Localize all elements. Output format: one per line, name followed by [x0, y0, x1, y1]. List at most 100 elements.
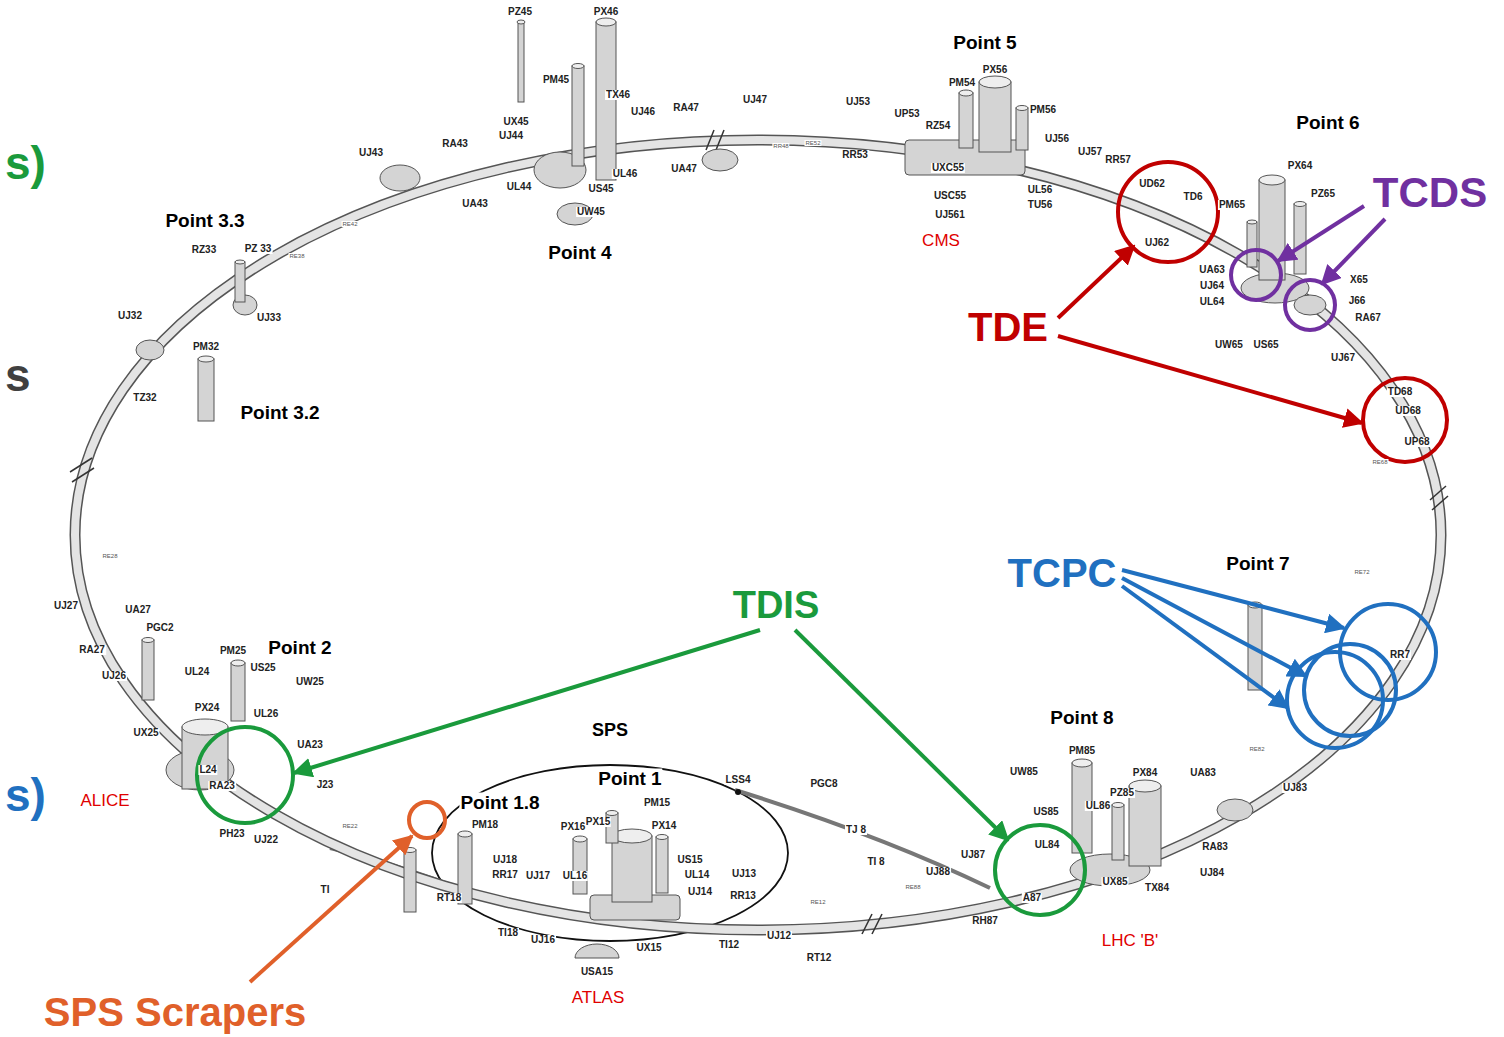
- callout-label: TCDS: [1372, 172, 1488, 214]
- location-label: TD68: [1387, 387, 1413, 397]
- shaft-top: [1072, 759, 1092, 767]
- highlight-circle: [197, 727, 293, 823]
- location-label: PX14: [651, 821, 677, 831]
- tiny-label: RE28: [101, 553, 118, 559]
- cavern: [1217, 799, 1253, 821]
- location-label: TD6: [1183, 192, 1204, 202]
- break-mark: [1430, 486, 1446, 500]
- location-label: J23: [316, 780, 335, 790]
- shaft-top: [573, 836, 587, 842]
- break-mark: [1432, 496, 1448, 510]
- cropped-label: s): [4, 140, 47, 186]
- point-label: Point 7: [1225, 554, 1290, 573]
- break-mark: [70, 458, 92, 472]
- location-label: PX84: [1132, 768, 1158, 778]
- location-label: RR17: [491, 870, 519, 880]
- location-label: RH87: [971, 916, 999, 926]
- location-label: UL46: [612, 169, 638, 179]
- location-label: TI18: [497, 928, 519, 938]
- shaft-top: [606, 811, 618, 816]
- callout-arrow: [1122, 570, 1344, 628]
- point-label: Point 6: [1295, 113, 1360, 132]
- break-mark: [872, 914, 882, 934]
- shaft: [231, 663, 245, 721]
- location-label: UJ62: [1144, 238, 1170, 248]
- tiny-label: RE88: [904, 884, 921, 890]
- location-label: UA27: [124, 605, 152, 615]
- location-label: RR57: [1104, 155, 1132, 165]
- point-label: Point 1: [597, 769, 662, 788]
- location-label: RR7: [1389, 650, 1411, 660]
- location-label: UJ17: [525, 871, 551, 881]
- location-label: UL14: [684, 870, 710, 880]
- location-label: RA47: [672, 103, 700, 113]
- location-label: PX46: [593, 7, 619, 17]
- location-label: PZ65: [1310, 189, 1336, 199]
- shaft: [142, 640, 154, 700]
- location-label: RR13: [729, 891, 757, 901]
- location-label: UX45: [502, 117, 529, 127]
- tiny-label: RE22: [341, 823, 358, 829]
- location-label: RT12: [806, 953, 832, 963]
- location-label: PM56: [1029, 105, 1057, 115]
- point-label: Point 1.8: [459, 793, 540, 812]
- location-label: PX15: [585, 817, 611, 827]
- ring-name: SPS: [591, 721, 629, 739]
- location-label: UJ43: [358, 148, 384, 158]
- cavern: [380, 165, 420, 191]
- callout-label: TDE: [967, 307, 1049, 347]
- highlight-circle: [1304, 644, 1396, 736]
- location-label: UJ26: [101, 671, 127, 681]
- location-label: UX15: [635, 943, 662, 953]
- shaft: [596, 22, 616, 180]
- location-label: US15: [676, 855, 703, 865]
- location-label: UJ88: [925, 867, 951, 877]
- location-label: UA63: [1198, 265, 1226, 275]
- location-label: UJ32: [117, 311, 143, 321]
- shaft: [404, 850, 416, 912]
- experiment-label: LHC 'B': [1101, 932, 1160, 949]
- location-label: LSS4: [724, 775, 751, 785]
- callout-arrow: [250, 836, 412, 982]
- callout-arrow: [1122, 578, 1306, 676]
- location-label: UJ67: [1330, 353, 1356, 363]
- shaft-top: [656, 835, 668, 840]
- location-label: USA15: [580, 967, 614, 977]
- location-label: UW45: [576, 207, 606, 217]
- callout-arrow: [1322, 219, 1385, 284]
- shaft: [1259, 180, 1285, 280]
- location-label: PM18: [471, 820, 499, 830]
- location-label: UJ16: [530, 935, 556, 945]
- shaft-top: [1016, 106, 1028, 111]
- location-label: USC55: [933, 191, 967, 201]
- shaft: [1112, 805, 1124, 860]
- shaft: [198, 359, 214, 421]
- location-label: TJ 8: [845, 825, 867, 835]
- experiment-label: ATLAS: [571, 989, 626, 1006]
- shaft: [573, 839, 587, 894]
- location-label: TZ32: [132, 393, 157, 403]
- lhc-tunnel: [75, 140, 1441, 930]
- location-label: US25: [249, 663, 276, 673]
- point-label: Point 5: [952, 33, 1017, 52]
- highlight-circle: [409, 802, 445, 838]
- location-label: TU56: [1027, 200, 1053, 210]
- shaft-top: [1112, 803, 1124, 808]
- location-label: TX84: [1144, 883, 1170, 893]
- shaft: [235, 262, 245, 302]
- shaft-top: [235, 260, 245, 264]
- point-label: Point 2: [267, 638, 332, 657]
- callout-label: SPS Scrapers: [43, 992, 307, 1032]
- location-label: UJ14: [687, 887, 713, 897]
- location-label: UJ12: [766, 931, 792, 941]
- break-mark: [862, 914, 872, 934]
- location-label: UD68: [1394, 406, 1422, 416]
- location-label: L24: [198, 765, 217, 775]
- shaft-top: [1259, 175, 1285, 185]
- shaft-top: [596, 18, 616, 26]
- location-label: UXC55: [931, 163, 965, 173]
- highlight-circle: [1340, 604, 1436, 700]
- tiny-label: RE52: [804, 140, 821, 146]
